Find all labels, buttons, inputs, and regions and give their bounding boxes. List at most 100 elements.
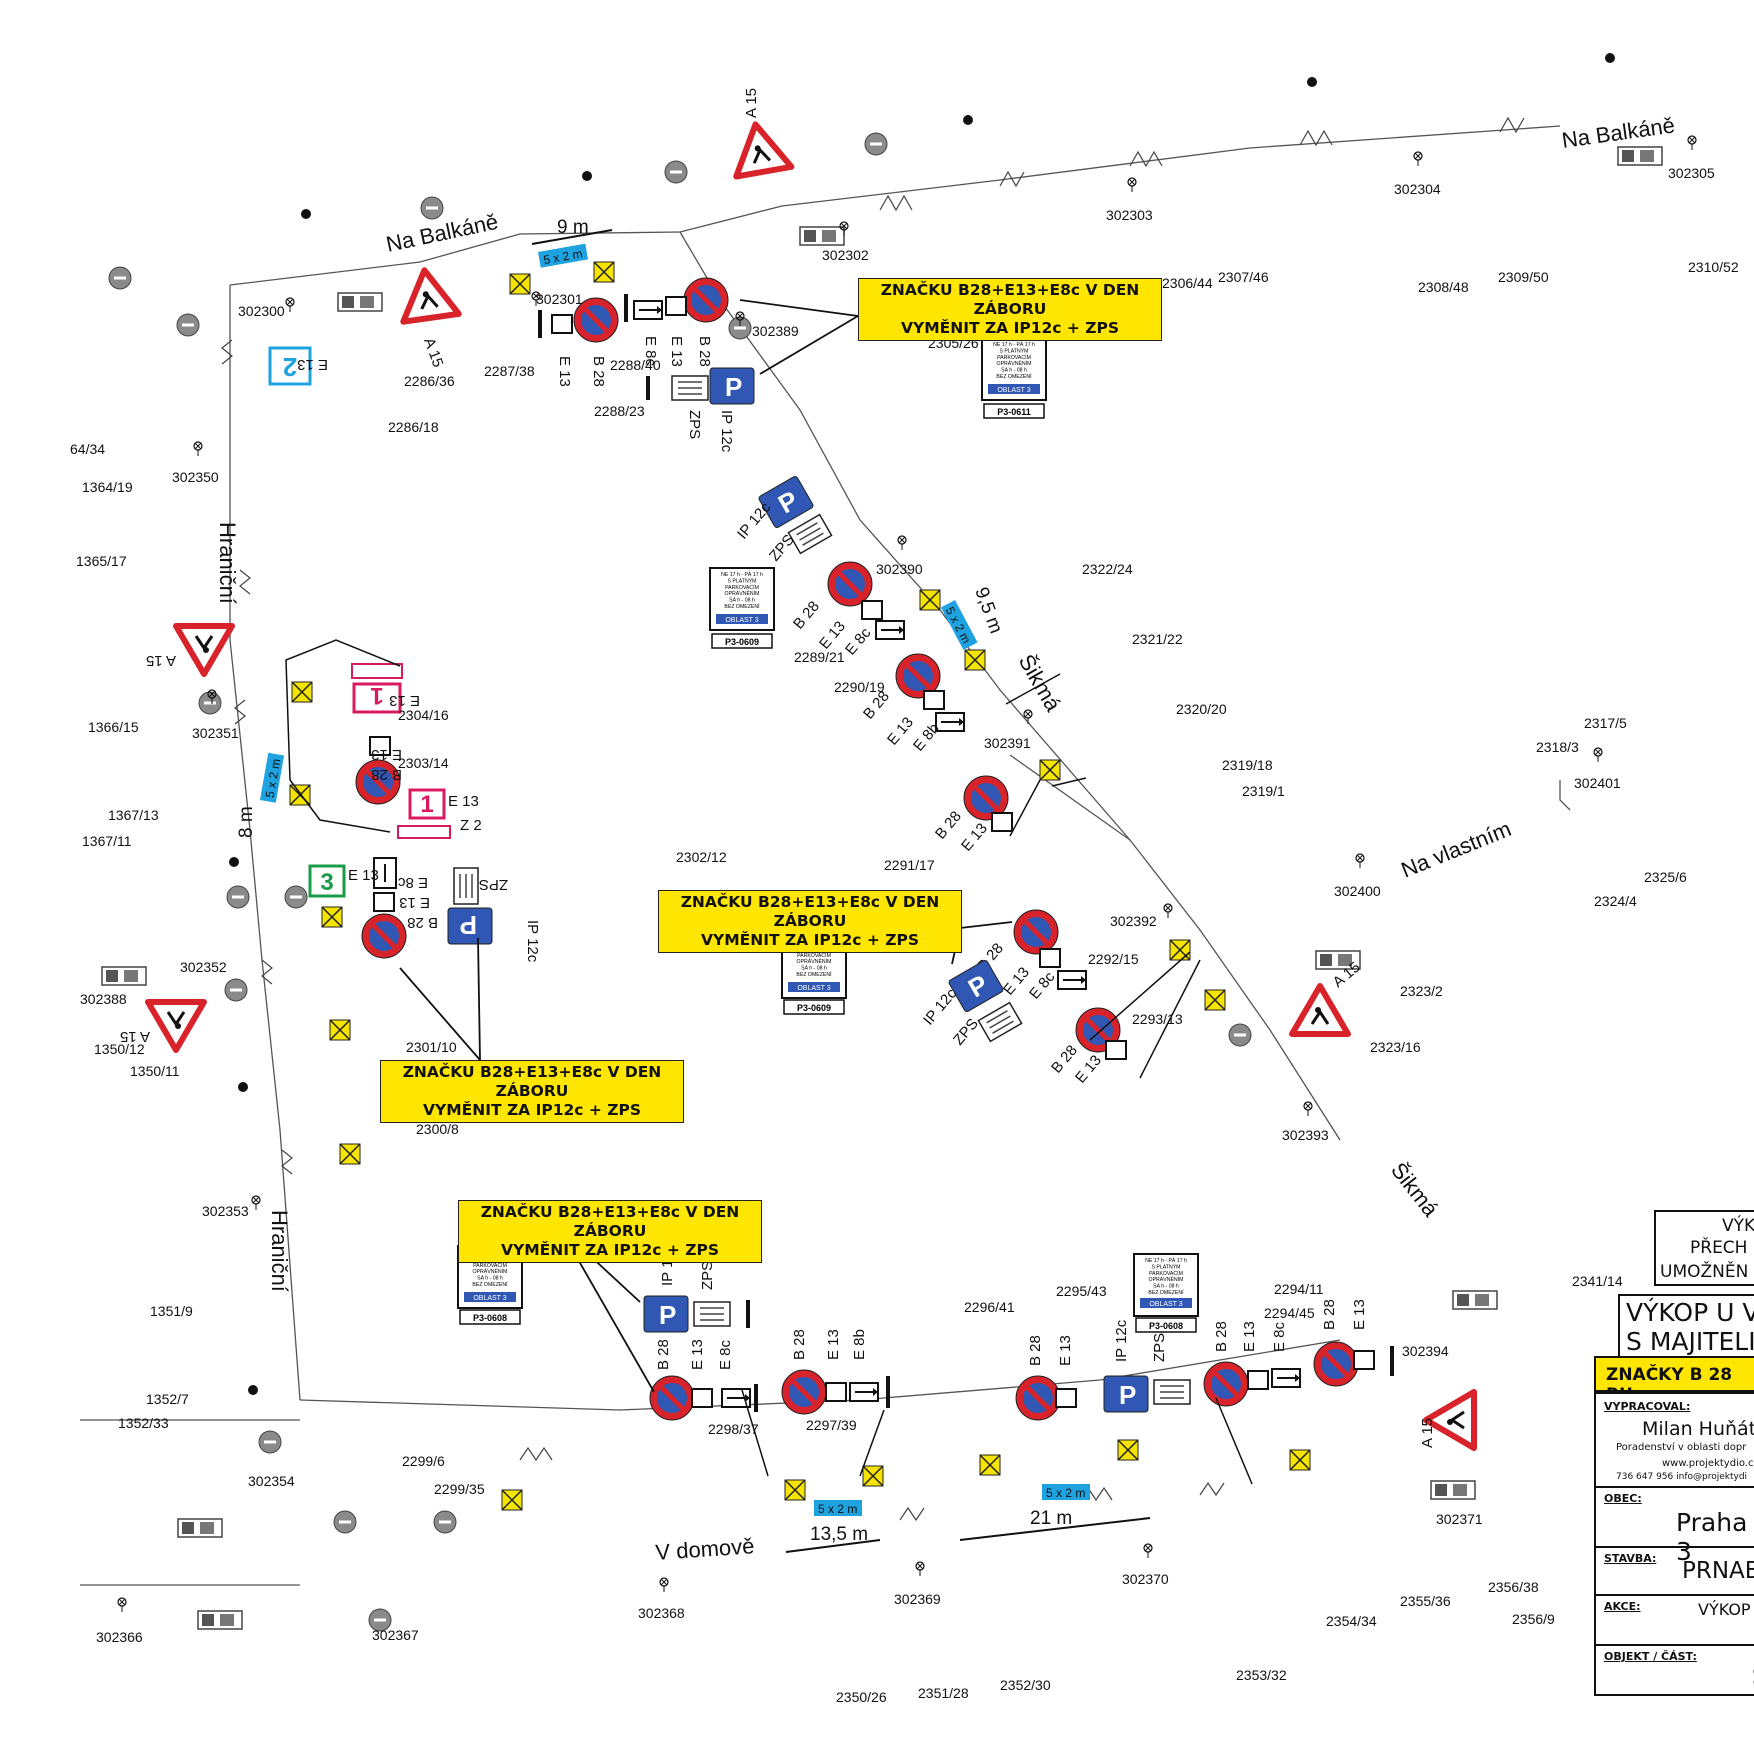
zps-panel-line: S PLATNÝM bbox=[999, 347, 1028, 354]
svg-text:2306/44: 2306/44 bbox=[1162, 275, 1213, 291]
warning-sign-a15: A 15 bbox=[728, 88, 791, 177]
zps-panel-line: BEZ OMEZENÍ bbox=[996, 373, 1032, 380]
svg-text:2296/41: 2296/41 bbox=[964, 1299, 1015, 1315]
svg-text:E 13: E 13 bbox=[668, 336, 685, 367]
svg-text:2319/18: 2319/18 bbox=[1222, 757, 1273, 773]
title-block-sign-bar: ZNAČKY B 28 BU bbox=[1594, 1356, 1754, 1392]
warning-sign-a15: A 15 bbox=[146, 626, 232, 674]
svg-text:1350/11: 1350/11 bbox=[130, 1063, 180, 1079]
svg-text:P3-0608: P3-0608 bbox=[473, 1313, 507, 1323]
street-name: Na Balkáně bbox=[384, 209, 500, 257]
zps-panel-line: SA h - 08 h bbox=[1001, 368, 1027, 374]
svg-text:2356/38: 2356/38 bbox=[1488, 1579, 1539, 1595]
svg-text:1367/11: 1367/11 bbox=[82, 833, 132, 849]
svg-text:P3-0608: P3-0608 bbox=[1149, 1321, 1183, 1331]
svg-text:E 8c: E 8c bbox=[1271, 1321, 1288, 1352]
zps-panel-line: OPRÁVNĚNÍM bbox=[725, 589, 760, 597]
svg-text:E 13: E 13 bbox=[297, 356, 328, 373]
zps-panel: OBLAST 3 P3-0609 bbox=[709, 567, 775, 649]
svg-text:2300/8: 2300/8 bbox=[416, 1121, 459, 1137]
svg-text:B 28: B 28 bbox=[407, 914, 438, 931]
zps-panel-line: SA h - 08 h bbox=[801, 966, 827, 972]
svg-text:E 13: E 13 bbox=[1057, 1335, 1074, 1366]
sign-ip12c-zps: IP 12c ZPS bbox=[920, 958, 1023, 1049]
svg-text:OBLAST 3: OBLAST 3 bbox=[797, 985, 830, 992]
hedges bbox=[221, 116, 1525, 1522]
dim-21m: 21 m bbox=[959, 1508, 1151, 1541]
svg-text:2309/50: 2309/50 bbox=[1498, 269, 1549, 285]
svg-text:302300: 302300 bbox=[238, 303, 285, 319]
svg-text:2356/9: 2356/9 bbox=[1512, 1611, 1555, 1627]
zps-panel-line: BEZ OMEZENÍ bbox=[796, 971, 832, 978]
svg-text:302370: 302370 bbox=[1122, 1571, 1169, 1587]
svg-text:2308/48: 2308/48 bbox=[1418, 279, 1469, 295]
svg-text:E 13: E 13 bbox=[399, 894, 430, 911]
svg-text:2290/19: 2290/19 bbox=[834, 679, 885, 695]
svg-text:2291/17: 2291/17 bbox=[884, 857, 935, 873]
sign-group-b28: B 28 E 13 bbox=[1314, 1299, 1394, 1386]
svg-text:E 13: E 13 bbox=[371, 746, 402, 763]
zps-panel-line: PARKOVACÍM bbox=[1149, 1270, 1183, 1277]
street-name: Hraniční bbox=[215, 522, 240, 604]
svg-text:2341/14: 2341/14 bbox=[1572, 1273, 1623, 1289]
svg-text:302394: 302394 bbox=[1402, 1343, 1449, 1359]
svg-text:ZPS: ZPS bbox=[686, 410, 703, 439]
zone-5x2: 5 x 2 m bbox=[940, 599, 978, 650]
svg-text:1352/33: 1352/33 bbox=[118, 1415, 169, 1431]
svg-text:2287/38: 2287/38 bbox=[484, 363, 535, 379]
svg-text:2352/30: 2352/30 bbox=[1000, 1677, 1051, 1693]
svg-text:13,5 m: 13,5 m bbox=[810, 1524, 868, 1545]
svg-text:302352: 302352 bbox=[180, 959, 227, 975]
svg-text:1: 1 bbox=[420, 791, 433, 818]
zps-panel-line: OPRÁVNĚNÍM bbox=[1149, 1275, 1184, 1283]
svg-text:1365/17: 1365/17 bbox=[76, 553, 127, 569]
svg-text:302400: 302400 bbox=[1334, 883, 1381, 899]
svg-text:302392: 302392 bbox=[1110, 913, 1157, 929]
zps-panel-line: BEZ OMEZENÍ bbox=[472, 1281, 508, 1288]
svg-text:2355/36: 2355/36 bbox=[1400, 1593, 1451, 1609]
svg-text:64/34: 64/34 bbox=[70, 441, 105, 457]
zps-panel-line: SA h - 08 h bbox=[477, 1276, 503, 1282]
dim-9-5m: 9,5 m bbox=[970, 585, 1006, 637]
svg-text:2295/43: 2295/43 bbox=[1056, 1283, 1107, 1299]
svg-text:302389: 302389 bbox=[752, 323, 799, 339]
svg-text:B 28: B 28 bbox=[590, 356, 607, 387]
svg-text:2298/37: 2298/37 bbox=[708, 1421, 759, 1437]
svg-text:E 13: E 13 bbox=[556, 356, 573, 387]
svg-text:B 28: B 28 bbox=[1321, 1299, 1338, 1330]
svg-text:5 x 2 m: 5 x 2 m bbox=[818, 1502, 857, 1516]
zps-panel-line: NE 17 h - PÁ 17 h bbox=[993, 341, 1035, 348]
svg-text:2323/16: 2323/16 bbox=[1370, 1039, 1421, 1055]
zps-panel-line: PARKOVACÍM bbox=[797, 952, 831, 959]
svg-text:1366/15: 1366/15 bbox=[88, 719, 139, 735]
svg-text:302354: 302354 bbox=[248, 1473, 295, 1489]
sign-ip12c-zps: IP 12c ZPS bbox=[1103, 1319, 1191, 1413]
svg-text:B 28: B 28 bbox=[1213, 1321, 1230, 1352]
sign-group-b28: B 28 E 13 bbox=[356, 736, 402, 804]
svg-text:E 13: E 13 bbox=[689, 1339, 706, 1370]
svg-text:P3-0609: P3-0609 bbox=[725, 637, 759, 647]
svg-text:2299/35: 2299/35 bbox=[434, 1481, 485, 1497]
svg-text:302401: 302401 bbox=[1574, 775, 1621, 791]
zone-5x2: 5 x 2 m bbox=[260, 752, 285, 803]
svg-text:IP 12c: IP 12c bbox=[734, 499, 775, 543]
zps-panel-line: S PLATNÝM bbox=[727, 577, 756, 584]
warning-sign-a15: A 15 bbox=[1292, 959, 1364, 1034]
sign-group-b28: B 28 E 13 E 8c bbox=[362, 857, 438, 958]
svg-text:E 8c: E 8c bbox=[717, 1339, 734, 1370]
svg-text:Z 2: Z 2 bbox=[460, 817, 482, 834]
svg-text:2286/36: 2286/36 bbox=[404, 373, 455, 389]
svg-text:2302/12: 2302/12 bbox=[676, 849, 727, 865]
svg-text:3: 3 bbox=[320, 869, 333, 896]
svg-text:302353: 302353 bbox=[202, 1203, 249, 1219]
survey-points: 302300 302301 302302 302303 302304 30230… bbox=[80, 135, 1715, 1645]
svg-text:2354/34: 2354/34 bbox=[1326, 1613, 1377, 1629]
svg-text:2286/18: 2286/18 bbox=[388, 419, 439, 435]
svg-text:5 x 2 m: 5 x 2 m bbox=[1046, 1486, 1085, 1500]
svg-text:A 15: A 15 bbox=[420, 336, 446, 370]
zone-5x2: 5 x 2 m bbox=[538, 243, 589, 268]
svg-text:2322/24: 2322/24 bbox=[1082, 561, 1133, 577]
